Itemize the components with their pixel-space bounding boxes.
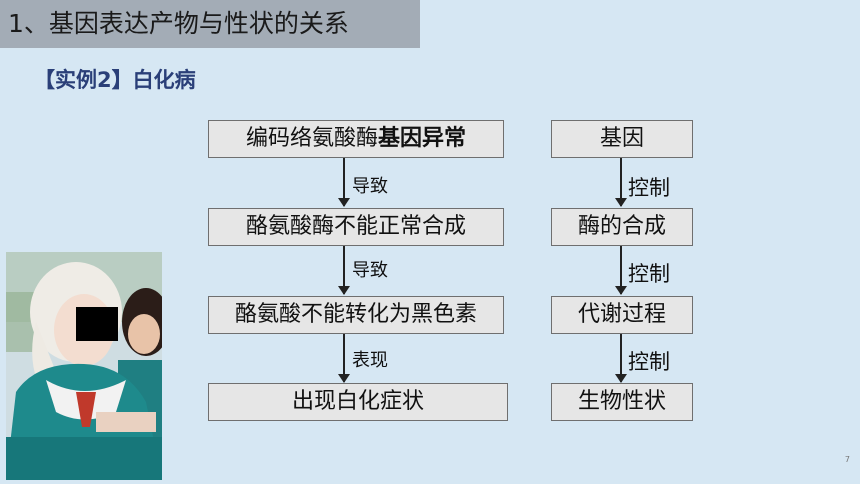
arrow-label-control-3: 控制: [628, 350, 670, 374]
box-gene-abnormal-prefix: 编码络氨酸酶: [245, 126, 378, 151]
arrow-label-manifest: 表现: [352, 350, 388, 371]
page-number: 7: [844, 455, 850, 464]
arrow-down: [338, 246, 350, 295]
arrow-label-cause-2: 导致: [352, 260, 388, 281]
box-enzyme-not-synthesized: 酪氨酸酶不能正常合成: [208, 208, 504, 246]
box-albinism-symptoms: 出现白化症状: [208, 383, 508, 421]
arrow-label-cause-1: 导致: [352, 176, 388, 197]
box-enzyme-synthesis: 酶的合成: [551, 208, 693, 246]
box-biological-traits: 生物性状: [551, 383, 693, 421]
arrow-down: [338, 158, 350, 207]
box-no-melanin: 酪氨酸不能转化为黑色素: [208, 296, 504, 334]
slide-subtitle: 【实例2】白化病: [34, 68, 196, 92]
slide-title: 1、基因表达产物与性状的关系: [0, 0, 420, 48]
censor-bar: [76, 307, 118, 341]
arrow-down: [615, 158, 627, 207]
albino-child-photo: [6, 252, 162, 480]
box-gene: 基因: [551, 120, 693, 158]
box-metabolic-process: 代谢过程: [551, 296, 693, 334]
box-gene-abnormal-bold: 基因异常: [378, 126, 467, 151]
arrow-label-control-2: 控制: [628, 262, 670, 286]
arrow-down: [615, 246, 627, 295]
arrow-down: [615, 334, 627, 383]
photo-illustration: [6, 252, 162, 480]
arrow-label-control-1: 控制: [628, 176, 670, 200]
arrow-down: [338, 334, 350, 383]
box-gene-abnormal: 编码络氨酸酶基因异常: [208, 120, 504, 158]
